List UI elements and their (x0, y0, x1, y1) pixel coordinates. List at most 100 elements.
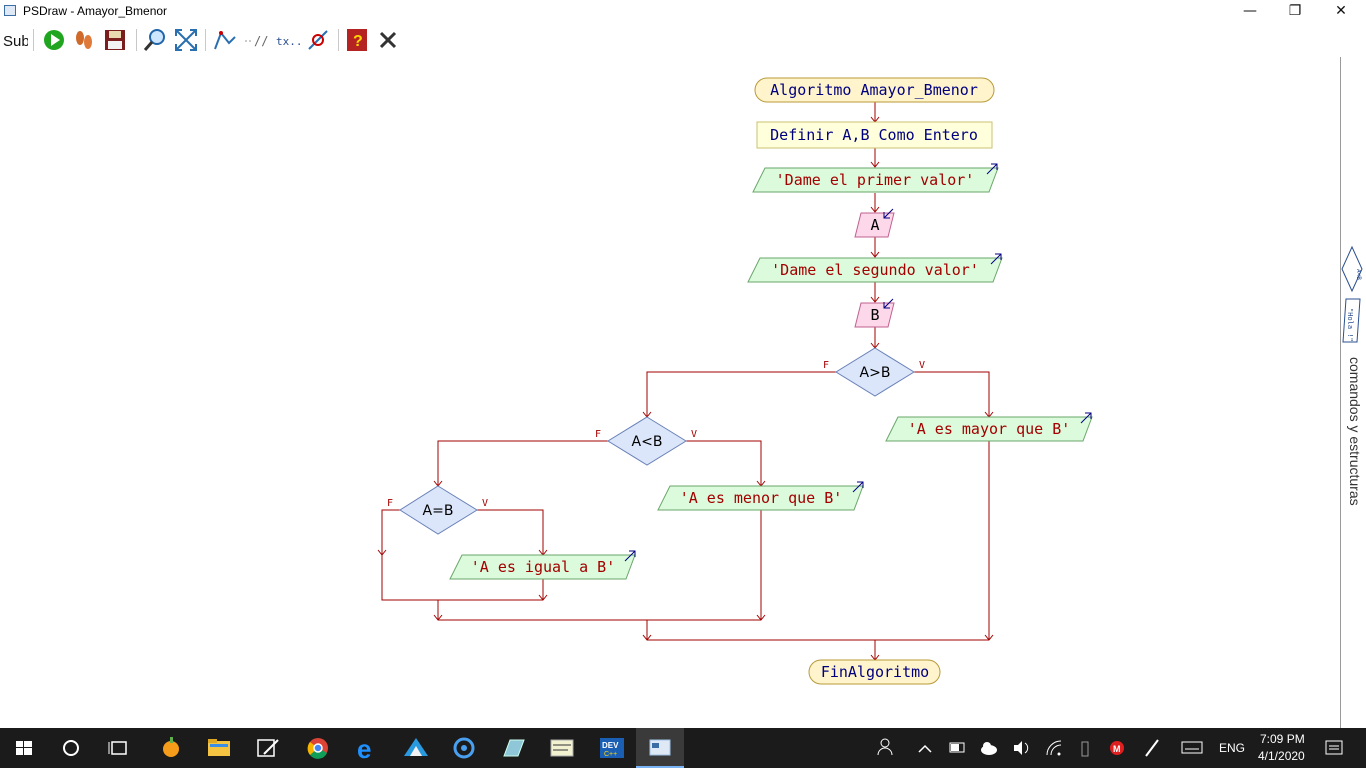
diagram-canvas[interactable]: Algoritmo Amayor_Bmenor Definir A,B Como… (0, 57, 1340, 728)
ring-icon (453, 737, 475, 759)
mini-output-label: "Hola !" (1346, 308, 1354, 342)
input-b-label: B (870, 306, 879, 324)
close-x-icon (379, 31, 397, 49)
start-button[interactable] (0, 728, 48, 768)
taskbar-app-notes[interactable] (490, 728, 538, 768)
sub-button[interactable]: Sub (2, 27, 30, 53)
clock-date[interactable]: 4/1/2020 (1258, 749, 1305, 763)
decision-a-gt-b (835, 347, 915, 397)
commands-side-panel[interactable]: A<B "Hola !" comandos y estructuras (1340, 57, 1366, 728)
zoom-button[interactable] (142, 27, 168, 53)
run-button[interactable] (41, 27, 67, 53)
flow-tool-button[interactable] (211, 27, 237, 53)
taskbar-app-psdraw-active[interactable] (636, 728, 684, 768)
comment-tool-icon: // (245, 34, 268, 48)
define-process (756, 121, 993, 149)
taskbar-app-ring[interactable] (440, 728, 488, 768)
help-button[interactable]: ? (344, 27, 370, 53)
help-icon: ? (347, 29, 367, 51)
window-title: PSDraw - Amayor_Bmenor (23, 4, 168, 18)
fit-button[interactable] (173, 27, 199, 53)
start-terminal (754, 77, 995, 103)
output-mayor (885, 416, 1093, 442)
clock-time[interactable]: 7:09 PM (1260, 732, 1305, 746)
notifications-icon[interactable] (1324, 728, 1344, 768)
close-button[interactable]: ✕ (1335, 3, 1347, 19)
taskbar-app-unknown[interactable] (392, 728, 440, 768)
task-view-button[interactable] (96, 728, 144, 768)
battery-icon[interactable] (948, 728, 966, 768)
decision-a-lt-b (607, 416, 687, 466)
step-button[interactable] (71, 27, 97, 53)
toolbar-separator (33, 29, 34, 51)
taskbar-app-fl-studio[interactable] (148, 728, 196, 768)
pseint-icon (550, 739, 574, 757)
output-2-label: 'Dame el segundo valor' (771, 261, 979, 279)
taskbar-app-edge[interactable]: e (343, 728, 391, 768)
true-label: V (691, 429, 697, 440)
antivirus-icon[interactable]: M (1107, 728, 1127, 768)
output-menor-label: 'A es menor que B' (680, 489, 843, 507)
network-icon[interactable] (1077, 728, 1093, 768)
true-label: V (482, 498, 488, 509)
fruit-icon (163, 737, 179, 757)
define-label: Definir A,B Como Entero (770, 126, 978, 144)
mini-decision-label: A<B (1355, 269, 1362, 280)
edit-icon (257, 739, 279, 757)
mini-output-icon (1342, 298, 1361, 343)
volume-icon[interactable] (1011, 728, 1031, 768)
minimize-button[interactable]: — (1243, 3, 1257, 19)
mini-decision-icon (1341, 245, 1363, 293)
search-button[interactable] (48, 728, 96, 768)
title-bar: PSDraw - Amayor_Bmenor — ❐ ✕ (0, 0, 1366, 23)
chevron-up-icon[interactable] (917, 728, 933, 768)
svg-text:M: M (1113, 744, 1121, 754)
output-mayor-label: 'A es mayor que B' (908, 420, 1071, 438)
toolbar-separator (338, 29, 339, 51)
language-indicator[interactable]: ENG (1219, 741, 1246, 755)
sub-label: Sub (3, 33, 28, 50)
true-label: V (919, 360, 925, 371)
input-arrow-icon (883, 208, 894, 219)
decision-a-eq-b (399, 485, 478, 535)
cortana-icon (63, 740, 79, 756)
app-icon (404, 738, 428, 756)
windows-icon (16, 741, 32, 755)
cloud-icon[interactable] (979, 728, 999, 768)
taskbar-app-pseint[interactable] (538, 728, 586, 768)
play-icon (44, 30, 64, 50)
exit-button[interactable] (375, 27, 401, 53)
footprints-icon (76, 31, 92, 49)
restore-button[interactable]: ❐ (1288, 3, 1302, 19)
taskbar-app-editor[interactable] (244, 728, 292, 768)
output-arrow-icon (624, 550, 636, 562)
mini-shapes: A<B "Hola !" (1341, 245, 1363, 343)
app-icon (4, 5, 16, 16)
text-tool-button[interactable]: tx... (275, 27, 309, 53)
input-a-label: A (870, 216, 879, 234)
config-tool-button[interactable] (305, 27, 331, 53)
psdraw-icon (649, 739, 671, 756)
false-label: F (595, 429, 601, 440)
comment-tool-button[interactable]: // (243, 27, 269, 53)
toolbar: Sub // tx... ? (0, 23, 1366, 57)
toolbar-separator (136, 29, 137, 51)
input-arrow-icon (883, 298, 894, 309)
decision-1-label: A>B (860, 365, 891, 381)
false-label: F (387, 498, 393, 509)
people-icon[interactable] (876, 728, 896, 768)
pen-icon[interactable] (1142, 728, 1162, 768)
svg-text:DEV: DEV (602, 741, 619, 750)
save-button[interactable] (102, 27, 128, 53)
taskbar-app-file-explorer[interactable] (196, 728, 244, 768)
keyboard-icon[interactable] (1180, 728, 1204, 768)
flow-tool-icon (214, 31, 236, 50)
wifi-icon[interactable] (1044, 728, 1064, 768)
output-2 (747, 257, 1003, 283)
false-label: F (823, 360, 829, 371)
taskbar-app-chrome[interactable] (294, 728, 342, 768)
output-menor (657, 485, 864, 511)
decision-3-label: A=B (423, 503, 454, 519)
